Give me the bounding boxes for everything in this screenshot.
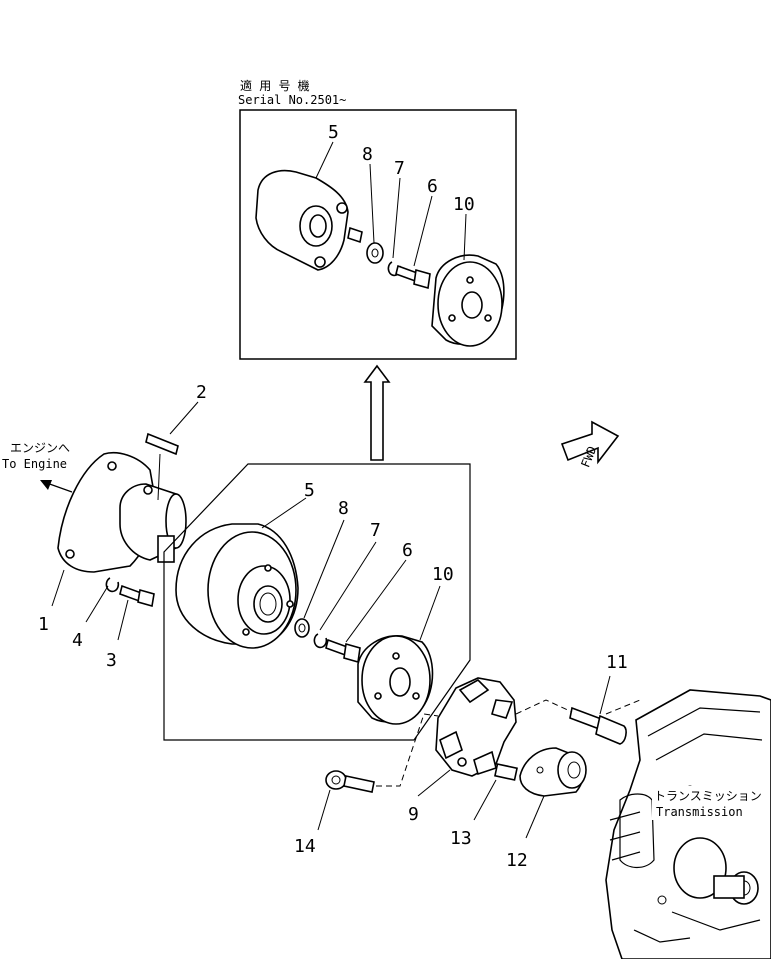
label-part-12: 12 — [506, 850, 528, 871]
washer-part-8 — [294, 618, 310, 638]
alignment-line-11 — [515, 699, 573, 715]
arrow-up-to-inset — [363, 364, 391, 461]
lockwasher-part-7 — [313, 633, 328, 649]
disc-part-10 — [357, 635, 434, 725]
label-part-9: 9 — [408, 804, 419, 825]
inset-header-en: Serial No.2501~ — [238, 93, 346, 107]
key-part-2 — [145, 432, 179, 501]
setscrew-part-13 — [494, 763, 518, 781]
transmission-housing — [605, 689, 771, 959]
lockwasher-part-4 — [105, 577, 120, 593]
label-part-5: 5 — [304, 480, 315, 501]
bolt-part-11 — [569, 706, 627, 745]
transmission-label-en: Transmission — [656, 805, 743, 819]
inset-label-8: 8 — [362, 144, 373, 165]
serial-inset: 適 用 号 機 Serial No.2501~ — [238, 78, 517, 360]
inset-label-7: 7 — [394, 158, 405, 179]
bolt-part-14 — [325, 770, 375, 793]
label-part-4: 4 — [72, 630, 83, 651]
label-part-1: 1 — [38, 614, 49, 635]
label-part-2: 2 — [196, 382, 207, 403]
inset-label-6: 6 — [427, 176, 438, 197]
inset-bolt-part-6 — [395, 264, 431, 290]
flange-housing-part-1 — [57, 452, 187, 573]
alignment-line-14 — [376, 713, 439, 787]
bolt-part-6 — [325, 638, 361, 664]
rubber-coupling-part-9 — [435, 677, 517, 777]
label-part-3: 3 — [106, 650, 117, 671]
label-part-13: 13 — [450, 828, 472, 849]
transmission-label-jp: トランスミッション — [654, 789, 762, 803]
sleeve-part-12 — [519, 747, 587, 797]
inset-header-jp: 適 用 号 機 — [240, 78, 310, 93]
inset-disc-part-10 — [431, 254, 505, 347]
coupling-part-5 — [175, 523, 299, 649]
inset-label-5: 5 — [328, 122, 339, 143]
engine-label-jp: エンジンへ — [10, 441, 70, 455]
label-part-11: 11 — [606, 652, 628, 673]
engine-direction-arrow — [40, 480, 52, 490]
inset-washer-part-8 — [366, 242, 384, 264]
inset-label-10: 10 — [453, 194, 475, 215]
label-part-7: 7 — [370, 520, 381, 541]
fwd-arrow: FWD — [560, 420, 620, 469]
label-part-8: 8 — [338, 498, 349, 519]
engine-label-en: To Engine — [2, 457, 67, 471]
label-part-6: 6 — [402, 540, 413, 561]
assembly-frame — [163, 463, 471, 741]
inset-frame — [239, 109, 517, 360]
bolt-part-3 — [119, 584, 155, 608]
inset-housing-part-5 — [255, 169, 363, 271]
label-part-10: 10 — [432, 564, 454, 585]
alignment-line-transmission — [605, 699, 641, 715]
label-part-14: 14 — [294, 836, 316, 857]
